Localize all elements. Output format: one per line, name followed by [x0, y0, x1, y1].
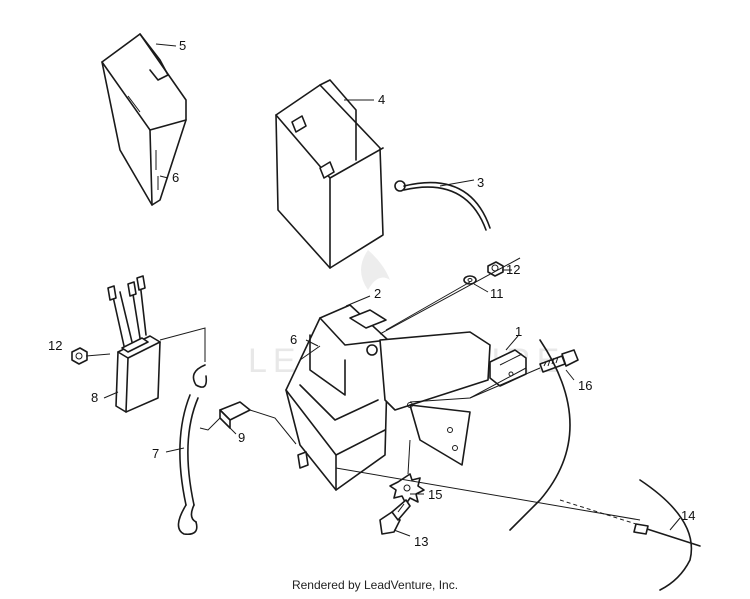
part-4-battery: [275, 79, 384, 269]
footer-credit: Rendered by LeadVenture, Inc.: [291, 578, 459, 592]
part-11-washer: [463, 275, 477, 285]
callout-2: 2: [374, 286, 381, 301]
callout-4: 4: [378, 92, 385, 107]
part-7-hold-down-strap: [177, 364, 208, 536]
callout-9: 9: [238, 430, 245, 445]
callout-13: 13: [414, 534, 428, 549]
callout-12-right: 12: [506, 262, 520, 277]
callout-16: 16: [578, 378, 592, 393]
callout-6-bracket: 6: [290, 332, 297, 347]
callout-15: 15: [428, 487, 442, 502]
assembly-lines: [335, 257, 641, 525]
callout-11: 11: [490, 286, 504, 301]
part-8-electrical-module: [107, 275, 206, 413]
callout-12-left: 12: [48, 338, 62, 353]
callout-7: 7: [152, 446, 159, 461]
part-9-connector: [199, 401, 297, 445]
part-12-nut-left: [71, 347, 88, 365]
callout-3: 3: [477, 175, 484, 190]
callout-5: 5: [179, 38, 186, 53]
callout-labels: 1 2 3 4 5 6 6 7 8 9 11 12 12 13 14 15 16: [48, 38, 695, 549]
fender-outline: [509, 339, 693, 591]
callout-6-cover: 6: [172, 170, 179, 185]
callout-8: 8: [91, 390, 98, 405]
part-5-battery-cover: [101, 33, 187, 206]
part-12-nut-right: [487, 261, 504, 277]
part-13-bolt: [379, 499, 411, 535]
callout-14: 14: [681, 508, 695, 523]
part-16-bolt: [539, 349, 579, 373]
callout-leaders: [85, 43, 681, 537]
part-2-battery-bracket: [285, 304, 491, 491]
part-3-battery-cable: [394, 180, 491, 231]
callout-1: 1: [515, 324, 522, 339]
